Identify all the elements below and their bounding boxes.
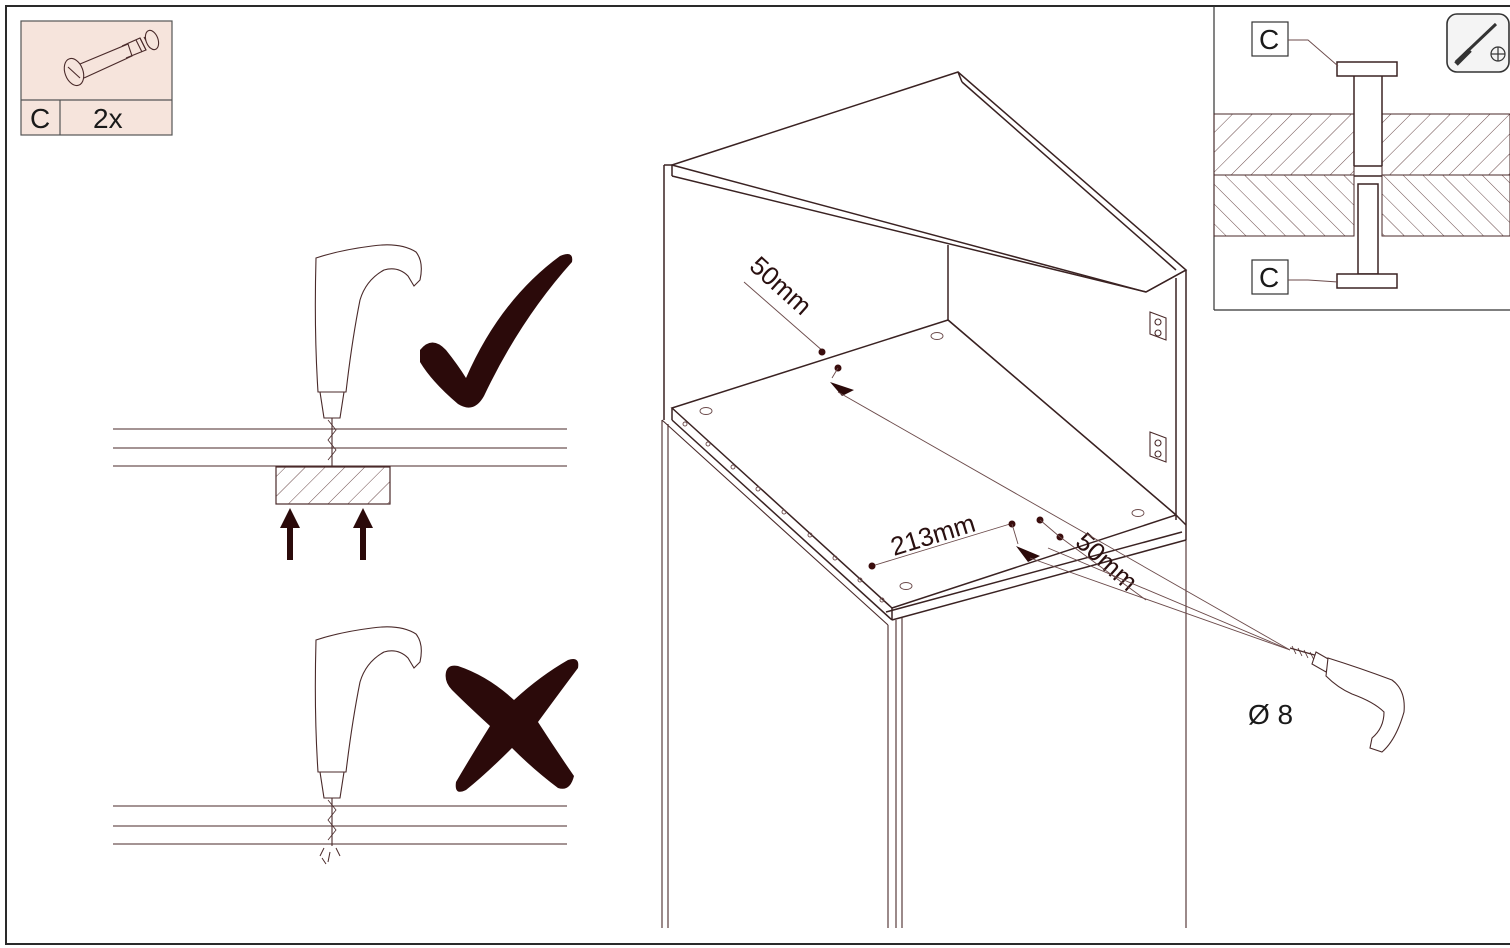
hinge-icon (1149, 311, 1167, 463)
drill-guide-lines (837, 391, 1291, 651)
parts-box: C 2x (20, 20, 173, 136)
checkmark-icon (420, 254, 573, 408)
upper-cabinet (663, 71, 1188, 621)
cabinet-illustration: 50mm 213mm 50mm Ø 8 (661, 71, 1405, 928)
push-arrow-icon (280, 508, 373, 560)
part-letter: C (30, 103, 50, 134)
drill-icon (1289, 645, 1405, 753)
board-panel-correct (113, 428, 567, 467)
lower-cabinet (661, 419, 1187, 928)
wrong-drilling-illustration (113, 626, 579, 865)
detail-inset: C C (1213, 6, 1510, 311)
correct-drilling-illustration (113, 244, 573, 560)
connector-section (1336, 61, 1398, 289)
drill-diameter-label: Ø 8 (1248, 699, 1293, 730)
panel-upper (1213, 113, 1355, 176)
connector-label-top: C (1259, 24, 1279, 55)
connector-bolt-icon (63, 29, 160, 87)
drill-icon (314, 244, 422, 466)
shelf-holes (682, 332, 1145, 603)
screwdriver-icon (1446, 13, 1510, 73)
board-panel-wrong (113, 805, 567, 845)
cross-icon (445, 659, 579, 792)
drill-icon (314, 626, 422, 865)
panel-lower (1213, 174, 1355, 237)
page-frame (5, 5, 1510, 945)
connector-label-bottom: C (1259, 262, 1279, 293)
backing-block (275, 466, 391, 505)
dimension-top-label: 50mm (744, 250, 818, 321)
part-quantity: 2x (93, 103, 123, 134)
